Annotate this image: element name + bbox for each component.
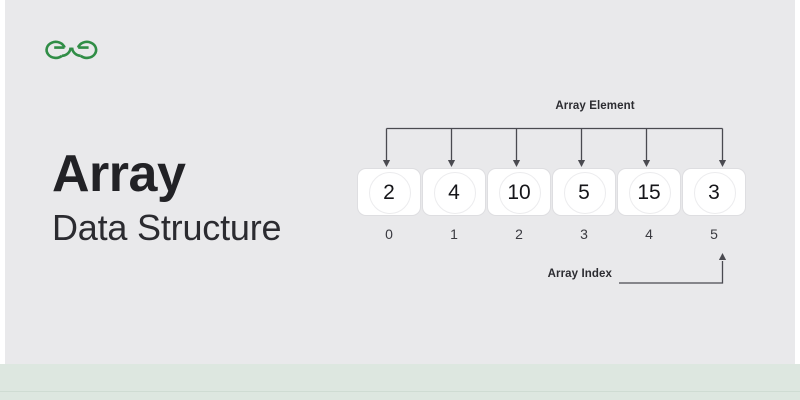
array-index-annotation-label: Array Index xyxy=(547,268,612,280)
array-cell[interactable]: 3 xyxy=(682,168,746,216)
array-index-callout-connector xyxy=(619,253,727,284)
array-cell-value: 4 xyxy=(448,180,460,204)
array-index-row: 0 1 2 3 4 5 xyxy=(357,226,746,242)
array-index-label: 4 xyxy=(645,226,653,242)
array-cell[interactable]: 4 xyxy=(422,168,486,216)
cell-ring-decoration xyxy=(694,172,736,214)
array-index-label: 2 xyxy=(515,226,523,242)
page-subtitle: Data Structure xyxy=(52,207,282,249)
array-cell-value: 2 xyxy=(383,180,395,204)
array-cell-value: 10 xyxy=(507,180,531,204)
array-diagram: Array Element xyxy=(357,100,747,300)
bottom-accent-band xyxy=(0,364,800,400)
array-cell[interactable]: 15 xyxy=(617,168,681,216)
cell-ring-decoration xyxy=(499,172,541,214)
array-cell[interactable]: 5 xyxy=(552,168,616,216)
array-index-label: 0 xyxy=(385,226,393,242)
cell-ring-decoration xyxy=(629,172,671,214)
array-cell-value: 5 xyxy=(578,180,590,204)
array-index-label: 5 xyxy=(710,226,718,242)
array-index-label: 1 xyxy=(450,226,458,242)
page-title: Array xyxy=(52,145,186,203)
array-element-bracket xyxy=(382,127,727,167)
headline-block: Array Data Structure xyxy=(52,145,372,250)
cell-ring-decoration xyxy=(369,172,411,214)
array-element-annotation-label: Array Element xyxy=(555,100,635,112)
array-cell-value: 15 xyxy=(637,180,661,204)
cell-ring-decoration xyxy=(434,172,476,214)
array-cell[interactable]: 10 xyxy=(487,168,551,216)
geeksforgeeks-logo-icon xyxy=(44,36,100,66)
array-cell[interactable]: 2 xyxy=(357,168,421,216)
bottom-accent-divider xyxy=(0,391,800,392)
cell-ring-decoration xyxy=(564,172,606,214)
left-edge-gutter xyxy=(0,0,5,400)
array-index-label: 3 xyxy=(580,226,588,242)
right-edge-gutter xyxy=(795,0,800,400)
array-cell-row: 2 4 10 5 15 3 xyxy=(357,168,746,216)
array-cell-value: 3 xyxy=(708,180,720,204)
